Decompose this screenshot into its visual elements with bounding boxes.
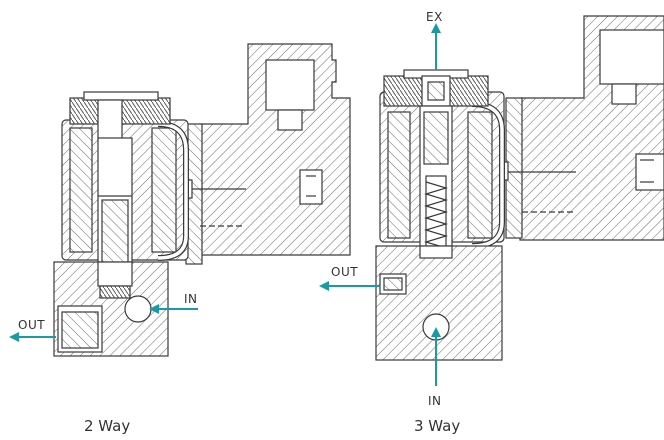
three-way-caption: 3 Way (414, 417, 460, 435)
three-way-ex-label: EX (426, 10, 443, 24)
three-way-flow-arrows (319, 23, 441, 386)
three-way-top-nut (383, 69, 489, 107)
two-way-out-label: OUT (18, 318, 45, 332)
two-way-valve (53, 43, 351, 357)
three-way-spring (423, 181, 449, 255)
two-way-body (53, 261, 169, 357)
three-way-body (375, 245, 503, 361)
three-way-in-label: IN (428, 394, 442, 408)
two-way-flow-arrows (9, 304, 198, 342)
three-way-connector-housing (493, 15, 664, 241)
three-way-valve (375, 15, 664, 361)
three-way-out-label: OUT (331, 265, 358, 279)
two-way-connector-housing (177, 43, 351, 265)
two-way-caption: 2 Way (84, 417, 130, 435)
two-way-top-nut (69, 91, 171, 141)
two-way-in-label: IN (184, 292, 198, 306)
